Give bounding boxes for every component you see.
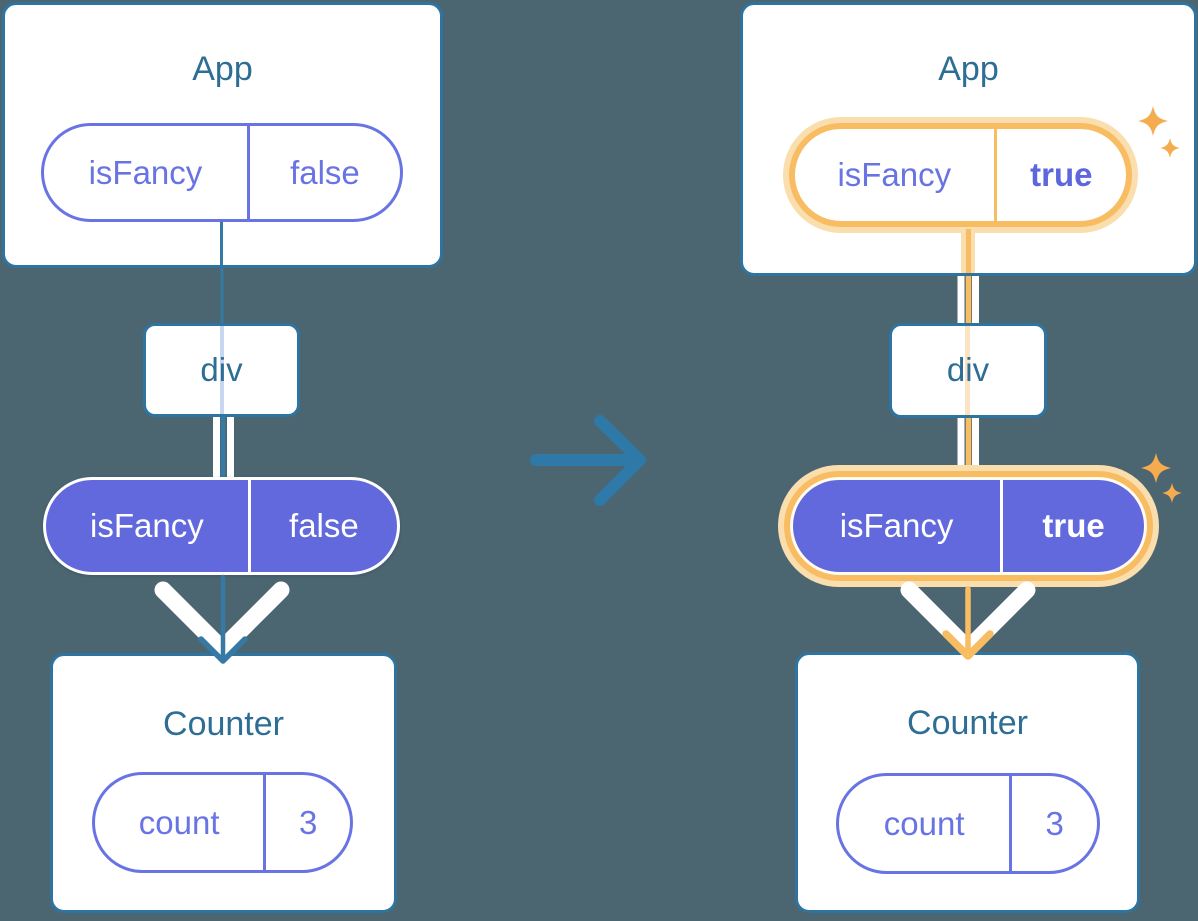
prop-name: isFancy: [88, 153, 203, 191]
state-pill-counter: count 3: [92, 772, 353, 873]
state-name: count: [883, 804, 965, 842]
prop-name: isFancy: [90, 507, 204, 544]
render-arrow: [154, 581, 290, 658]
render-arrow: [900, 581, 1036, 658]
component-title: App: [192, 50, 253, 88]
prop-value: true: [1000, 480, 1144, 572]
div-label: div: [946, 351, 990, 388]
div-card-before: div: [143, 323, 300, 417]
transition-arrow-icon: [530, 415, 646, 506]
sparkle-icon: [1141, 453, 1171, 483]
prop-name: isFancy: [837, 156, 952, 193]
prop-pill-app-highlighted: isFancy true: [789, 123, 1132, 227]
prop-value: false: [246, 126, 400, 219]
passed-prop-pill-after: isFancy true: [790, 477, 1147, 575]
state-value: 3: [263, 775, 350, 870]
state-value: 3: [1009, 776, 1097, 871]
div-card-after: div: [889, 323, 1047, 418]
counter-card-before: Counter count 3: [50, 653, 397, 913]
state-pill-counter: count 3: [836, 773, 1100, 874]
prop-thread-inside-card: [220, 222, 223, 265]
prop-value: false: [247, 480, 397, 572]
component-title: App: [938, 50, 999, 88]
prop-thread-inside-card: [966, 229, 971, 273]
prop-thread-inside-div: [220, 326, 224, 414]
prop-thread-inside-div: [965, 326, 970, 415]
app-card-after: App isFancy true: [740, 2, 1197, 276]
app-card-before: App isFancy false: [2, 2, 443, 268]
sparkle-icon: [1162, 483, 1182, 503]
div-label: div: [200, 351, 243, 388]
component-title: Counter: [163, 705, 284, 743]
prop-value: true: [993, 129, 1126, 221]
passed-prop-pill-before: isFancy false: [43, 477, 400, 575]
prop-name: isFancy: [839, 507, 954, 544]
component-title: Counter: [907, 704, 1028, 742]
state-name: count: [138, 803, 220, 841]
prop-pill-app: isFancy false: [41, 123, 403, 222]
counter-card-after: Counter count 3: [795, 652, 1140, 913]
